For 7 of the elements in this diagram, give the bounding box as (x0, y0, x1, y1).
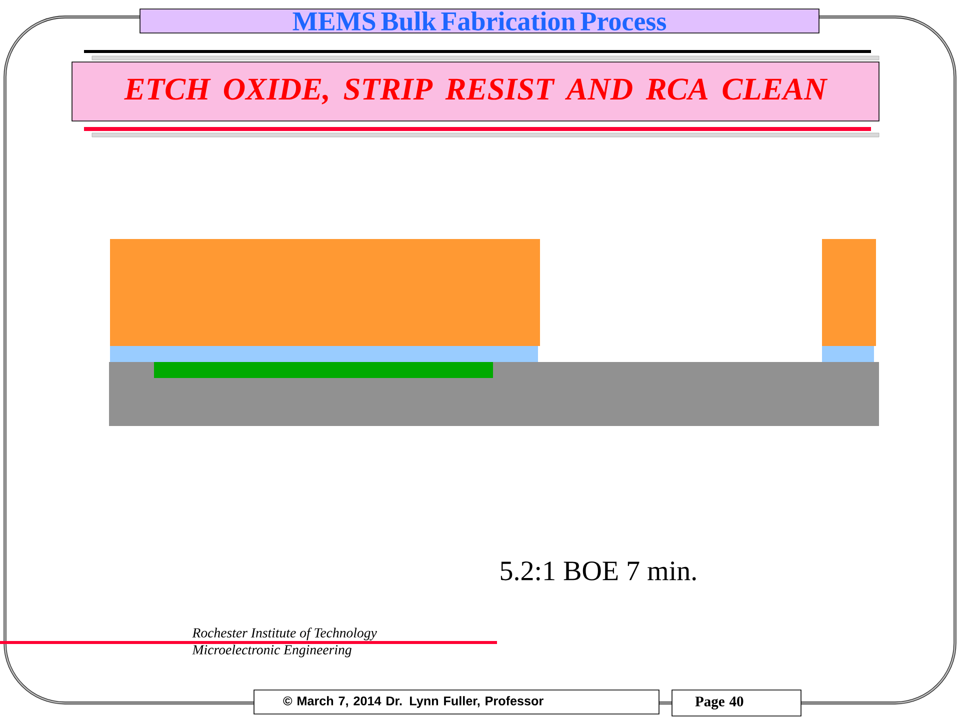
header-banner: MEMS Bulk Fabrication Process (140, 8, 820, 34)
title-banner: ETCH OXIDE, STRIP RESIST AND RCA CLEAN (72, 62, 880, 122)
department-name: Microelectronic Engineering (192, 644, 352, 658)
footer-box: © March 7, 2014 Dr. Lynn Fuller, Professor (254, 690, 660, 714)
page-number-box: Page 40 (672, 690, 802, 716)
process-note: 5.2:1 BOE 7 min. (500, 562, 696, 580)
institute-name: Rochester Institute of Technology (192, 628, 377, 640)
